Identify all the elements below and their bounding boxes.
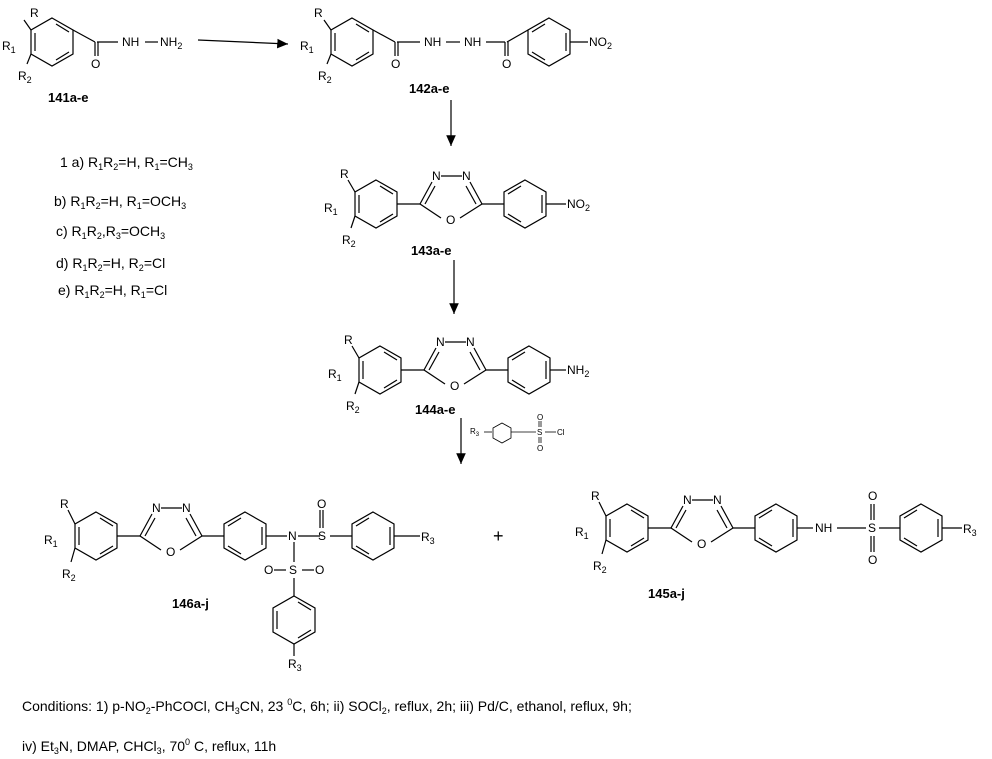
- substituent-r1: R1: [324, 201, 338, 217]
- substituent-r1: R1: [2, 39, 16, 55]
- substituent-r: R: [30, 6, 39, 20]
- carbonyl-o-1: O: [391, 57, 400, 71]
- substituent-r: R: [314, 6, 323, 20]
- compound-143: R R1 R2 N N O NO2 143a-e: [324, 167, 590, 258]
- label-141: 141a-e: [48, 90, 88, 105]
- compound-144: R R1 R2 N N O NH2 144a-e: [328, 333, 589, 417]
- substituent-r: R: [344, 333, 353, 347]
- sulfonyl-s-1: S: [318, 529, 326, 543]
- plus-sign: +: [493, 526, 504, 546]
- sulfonamide-n: N: [288, 529, 297, 543]
- sulfonyl-o-bottom: O: [868, 553, 877, 567]
- ring-n-1: N: [436, 335, 445, 349]
- substituent-r1: R1: [300, 39, 314, 55]
- substituent-r3: R3: [963, 522, 977, 538]
- reagent-cl: Cl: [557, 428, 565, 437]
- variant-d: d) R1R2=H, R2=Cl: [56, 255, 165, 273]
- ring-o: O: [166, 545, 175, 559]
- ring-o: O: [450, 379, 459, 393]
- compound-145: R R1 R2 N N O NH O S O R3 145a-j: [575, 489, 977, 601]
- substituent-r2: R2: [342, 233, 356, 249]
- sulfonyl-o-right: O: [315, 563, 324, 577]
- carbonyl-o: O: [91, 57, 100, 71]
- variant-c: c) R1R2,R3=OCH3: [56, 223, 165, 241]
- reagent-s: S: [537, 428, 542, 437]
- sulfonyl-s: S: [868, 521, 876, 535]
- conditions-line-2: iv) Et3N, DMAP, CHCl3, 700 C, reflux, 11…: [22, 737, 276, 756]
- ring-n-1: N: [152, 501, 161, 515]
- sulfonamide-nh: NH: [815, 521, 832, 535]
- substituent-r3-b: R3: [288, 657, 302, 673]
- substituent-r1: R1: [575, 525, 589, 541]
- substituent-r2: R2: [318, 69, 332, 85]
- ring-n-1: N: [432, 169, 441, 183]
- variant-e: e) R1R2=H, R1=Cl: [58, 282, 167, 300]
- substituent-r2: R2: [593, 559, 607, 575]
- conditions-line-1: Conditions: 1) p-NO2-PhCOCl, CH3CN, 23 0…: [22, 697, 632, 716]
- substituent-r: R: [340, 167, 349, 181]
- reagent-sulfonyl-chloride: R3 O S O Cl: [470, 413, 565, 453]
- compound-141: R R1 R2 O NH NH2 141a-e: [2, 6, 182, 105]
- compound-146: R R1 R2 N N O N O S O S O R3 R3 146a-j: [44, 497, 435, 673]
- ring-n-2: N: [713, 493, 722, 507]
- variant-b: b) R1R2=H, R1=OCH3: [54, 193, 186, 211]
- hydrazide-nh: NH: [122, 35, 139, 49]
- substituent-r2: R2: [18, 69, 32, 85]
- variant-list: 1 a) R1R2=H, R1=CH3 b) R1R2=H, R1=OCH3 c…: [54, 154, 193, 300]
- amine-group: NH2: [567, 363, 589, 379]
- label-144: 144a-e: [415, 402, 455, 417]
- label-142: 142a-e: [409, 81, 449, 96]
- nh-1: NH: [424, 35, 441, 49]
- ring-o: O: [446, 213, 455, 227]
- nitro-group: NO2: [567, 197, 590, 213]
- ring-n-1: N: [683, 493, 692, 507]
- label-146: 146a-j: [172, 596, 209, 611]
- label-145: 145a-j: [648, 586, 685, 601]
- variant-a: 1 a) R1R2=H, R1=CH3: [60, 154, 193, 172]
- carbonyl-o-2: O: [502, 57, 511, 71]
- nitro-group: NO2: [589, 35, 612, 51]
- substituent-r3-a: R3: [421, 530, 435, 546]
- reagent-o-1: O: [537, 413, 543, 422]
- substituent-r2: R2: [346, 399, 360, 415]
- arrow-step-1: [197, 38, 289, 49]
- ring-n-2: N: [462, 169, 471, 183]
- hydrazide-nh2: NH2: [160, 35, 182, 51]
- ring-o: O: [697, 537, 706, 551]
- sulfonyl-o-left: O: [264, 563, 273, 577]
- sulfonyl-o-top: O: [868, 489, 877, 503]
- substituent-r1: R1: [44, 533, 58, 549]
- substituent-r: R: [591, 489, 600, 503]
- nh-2: NH: [464, 35, 481, 49]
- sulfonyl-s-2: S: [289, 563, 297, 577]
- compound-142: R R1 R2 O NH NH O NO2 142a-e: [300, 6, 612, 96]
- substituent-r2: R2: [62, 567, 76, 583]
- label-143: 143a-e: [411, 243, 451, 258]
- ring-n-2: N: [466, 335, 475, 349]
- substituent-r: R: [60, 497, 69, 511]
- reagent-r3: R3: [470, 427, 480, 438]
- substituent-r1: R1: [328, 367, 342, 383]
- sulfonyl-o-top: O: [317, 497, 326, 511]
- ring-n-2: N: [182, 501, 191, 515]
- conditions: Conditions: 1) p-NO2-PhCOCl, CH3CN, 23 0…: [22, 697, 632, 756]
- reagent-o-2: O: [537, 444, 543, 453]
